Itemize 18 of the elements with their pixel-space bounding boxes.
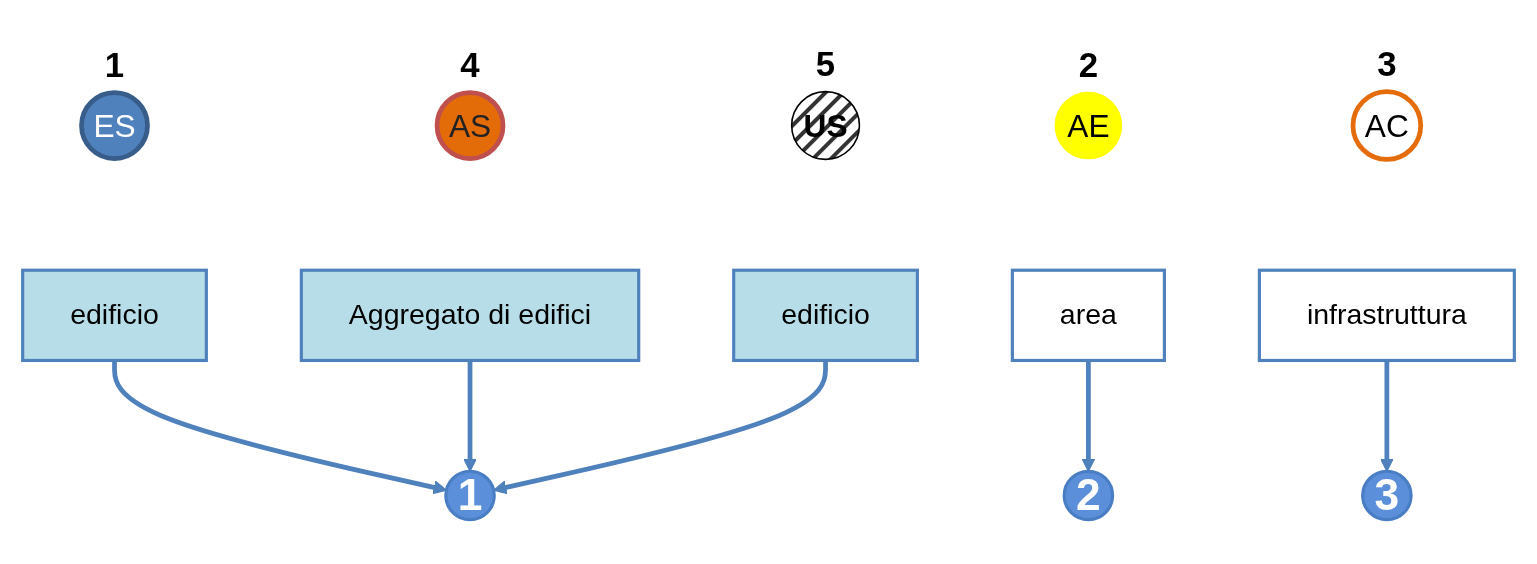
node-circle: ES: [79, 90, 150, 162]
number-label: 5: [815, 44, 836, 84]
number-label: 1: [104, 45, 125, 84]
number-label: 2: [1078, 45, 1099, 84]
node-box: edificio: [21, 268, 208, 363]
number-label: 3: [1377, 44, 1397, 84]
node-box: infrastruttura: [1257, 268, 1516, 363]
node-box: area: [1010, 268, 1166, 363]
number-label: 4: [460, 45, 480, 84]
node-circle: 3: [1361, 470, 1413, 522]
node-box: edificio: [732, 268, 919, 363]
node-circle: 1: [444, 470, 496, 522]
node-circle: AC: [1350, 89, 1424, 163]
node-circle: AE: [1054, 92, 1123, 160]
arrow: [493, 360, 828, 495]
node-box: Aggregato di edifici: [299, 268, 641, 363]
node-circle: AS: [434, 90, 506, 162]
node-circle: 2: [1062, 470, 1115, 522]
